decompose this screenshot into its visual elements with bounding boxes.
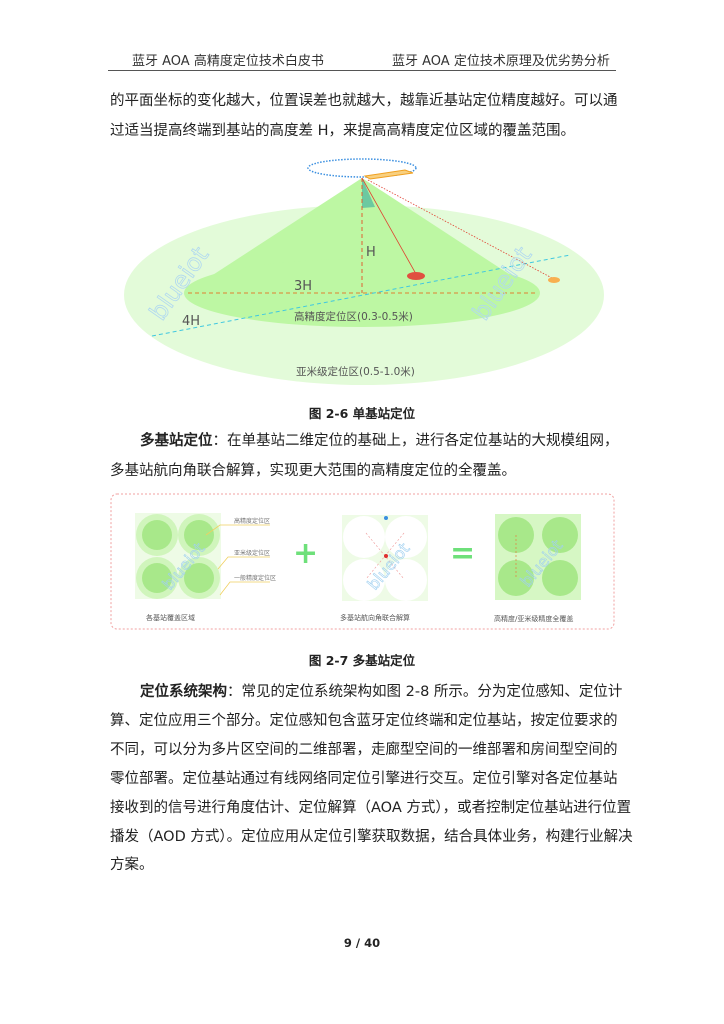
legend-submeter: 亚米级定位区: [234, 549, 270, 557]
plus-sign: +: [293, 536, 318, 571]
header-right: 蓝牙 AOA 定位技术原理及优劣势分析: [392, 54, 610, 69]
label-high-zone: 高精度定位区(0.3-0.5米): [294, 310, 413, 323]
tag-orange: [548, 277, 560, 283]
label-3h: 3H: [294, 279, 312, 294]
header-rule: [108, 70, 616, 71]
paragraph-text: ：常见的定位系统架构如图 2-8 所示。分为定位感知、定位计: [227, 684, 623, 700]
multi-station-figure: 高精度定位区 亚米级定位区 一般精度定位区 各基站覆盖区域 + 多基站航向角联合…: [110, 493, 615, 630]
legend-high: 高精度定位区: [234, 517, 270, 525]
paragraph-line: 多基站航向角联合解算，实现更大范围的高精度定位的全覆盖。: [110, 463, 516, 479]
panel-caption: 高精度/亚米级精度全覆盖: [494, 614, 573, 623]
paragraph-line: 算、定位应用三个部分。定位感知包含蓝牙定位终端和定位基站，按定位要求的: [110, 713, 618, 729]
panel-caption: 各基站覆盖区域: [146, 613, 195, 622]
label-submeter-zone: 亚米级定位区(0.5-1.0米): [296, 365, 415, 378]
panel-caption: 多基站航向角联合解算: [340, 613, 410, 622]
paragraph-heading: 定位系统架构: [140, 684, 227, 700]
paragraph-line: 定位系统架构：常见的定位系统架构如图 2-8 所示。分为定位感知、定位计: [110, 682, 622, 702]
paragraph-heading: 多基站定位: [140, 433, 213, 449]
label-h: H: [366, 245, 376, 260]
paragraph-line: 不同，可以分为多片区空间的二维部署，走廊型空间的一维部署和房间型空间的: [110, 742, 618, 758]
paragraph-line: 接收到的信号进行角度估计、定位解算（AOA 方式），或者控制定位基站进行位置: [110, 800, 632, 816]
figure-caption: 图 2-6 单基站定位: [308, 406, 416, 421]
paragraph-line: 零位部署。定位基站通过有线网络同定位引擎进行交互。定位引擎对各定位基站: [110, 771, 618, 787]
label-4h: 4H: [182, 314, 200, 329]
single-station-figure: H 3H 4H 高精度定位区(0.3-0.5米) 亚米级定位区(0.5-1.0米…: [124, 158, 604, 385]
paragraph-line: 的平面坐标的变化越大，位置误差也就越大，越靠近基站定位精度越好。可以通: [110, 93, 618, 109]
paragraph-text: ：在单基站二维定位的基础上，进行各定位基站的大规模组网，: [212, 433, 619, 449]
legend-general: 一般精度定位区: [234, 574, 276, 582]
paragraph-line: 过适当提高终端到基站的高度差 H，来提高高精度定位区域的覆盖范围。: [110, 123, 576, 139]
paragraph-line: 多基站定位：在单基站二维定位的基础上，进行各定位基站的大规模组网，: [110, 431, 619, 451]
paragraph-line: 方案。: [110, 857, 154, 873]
paragraph-line: 播发（AOD 方式）。定位应用从定位引擎获取数据，结合具体业务，构建行业解决: [110, 829, 633, 845]
header-left: 蓝牙 AOA 高精度定位技术白皮书: [132, 54, 324, 69]
tag-red: [407, 272, 425, 280]
equals-sign: =: [450, 536, 475, 571]
page-number: 9 / 40: [343, 936, 381, 950]
figure-caption: 图 2-7 多基站定位: [308, 653, 416, 668]
